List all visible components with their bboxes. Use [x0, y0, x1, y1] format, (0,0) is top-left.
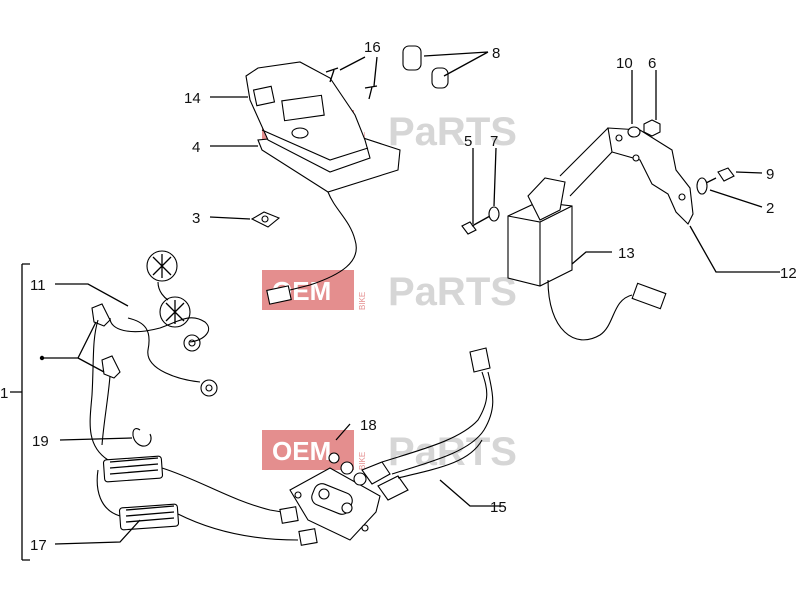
washer-10	[627, 126, 641, 138]
label-9: 9	[766, 166, 774, 183]
label-4: 4	[192, 139, 200, 156]
wiring-harness-1	[89, 250, 318, 546]
label-18: 18	[360, 417, 377, 434]
svg-text:BIKE: BIKE	[358, 292, 367, 310]
label-3: 3	[192, 210, 200, 227]
label-12: 12	[780, 265, 797, 282]
screw-5	[461, 215, 491, 235]
ecu-module-13	[507, 177, 667, 341]
label-14: 14	[184, 90, 201, 107]
nut-6	[643, 119, 661, 137]
svg-text:PaRTS: PaRTS	[388, 430, 517, 474]
bracket-12	[559, 127, 694, 225]
label-13: 13	[618, 245, 635, 262]
callout-labels: 14 4 3 16 8 10 6 5 7 9 2 13 12 15 18 11 …	[0, 39, 797, 554]
leader-lines	[10, 51, 780, 561]
svg-text:PaRTS: PaRTS	[388, 270, 517, 314]
label-6: 6	[648, 55, 656, 72]
label-5: 5	[464, 133, 472, 150]
svg-text:OEM: OEM	[272, 436, 331, 466]
label-7: 7	[490, 133, 498, 150]
label-11: 11	[30, 277, 46, 294]
label-19: 19	[32, 433, 49, 450]
label-16: 16	[364, 39, 381, 56]
screws-16	[325, 67, 378, 100]
bullet-dot	[39, 355, 45, 361]
label-2: 2	[766, 200, 774, 217]
label-8: 8	[492, 45, 500, 62]
svg-text:PaRTS: PaRTS	[388, 110, 517, 154]
control-unit-housing	[245, 61, 401, 305]
svg-text:BIKE: BIKE	[358, 452, 367, 470]
watermark-middle: OEM BIKE PaRTS	[262, 270, 517, 314]
washer-7	[488, 206, 500, 222]
nut-3	[250, 211, 281, 228]
switch-panel-15	[289, 347, 494, 541]
label-17: 17	[30, 537, 47, 554]
label-15: 15	[490, 499, 507, 516]
washer-2	[696, 177, 708, 195]
bushings-8	[402, 45, 449, 89]
screw-9	[703, 167, 735, 185]
label-1: 1	[0, 385, 8, 402]
label-10: 10	[616, 55, 633, 72]
